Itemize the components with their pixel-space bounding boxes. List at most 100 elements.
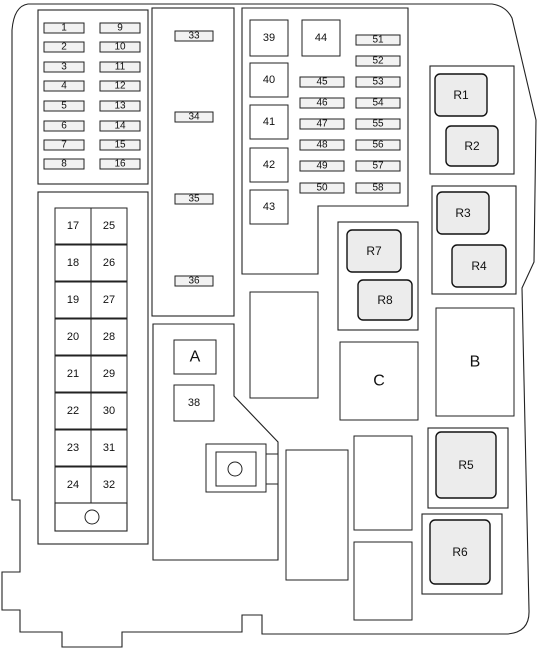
fuse-56-label: 56 bbox=[372, 140, 384, 151]
fuse-46: 46 bbox=[299, 97, 345, 109]
fuse-47-body bbox=[299, 118, 345, 130]
fuse-11-body bbox=[99, 61, 141, 73]
fuse-20-label: 20 bbox=[67, 331, 79, 343]
fuse-29: 29 bbox=[90, 355, 128, 393]
block-a-body bbox=[173, 339, 217, 375]
fuse-10-label: 10 bbox=[114, 42, 126, 53]
fuse-40-body bbox=[249, 62, 289, 98]
fuse-32-label: 32 bbox=[103, 479, 115, 491]
fuse-35-label: 35 bbox=[188, 194, 200, 205]
fuse-38-label: 38 bbox=[188, 397, 200, 409]
relay-r5: R5 bbox=[435, 431, 497, 499]
relay-r5-label: R5 bbox=[458, 458, 474, 472]
fuse-7-body bbox=[43, 139, 85, 151]
fuse-30-label: 30 bbox=[103, 405, 115, 417]
fuse-12: 12 bbox=[99, 80, 141, 92]
fuse-47-label: 47 bbox=[316, 119, 328, 130]
fuse-13-body bbox=[99, 100, 141, 112]
fuse-1: 1 bbox=[43, 22, 85, 34]
fuse-36-body bbox=[174, 275, 214, 287]
fuse-44-body bbox=[301, 19, 341, 57]
fuse-1-label: 1 bbox=[61, 23, 67, 34]
fuse-40-label: 40 bbox=[263, 74, 275, 86]
fuse-17-label: 17 bbox=[67, 220, 79, 232]
fuse-54-body bbox=[355, 97, 401, 109]
fuse-34: 34 bbox=[174, 111, 214, 123]
fuse-43: 43 bbox=[249, 189, 289, 225]
fuse-32: 32 bbox=[90, 466, 128, 504]
fuse-22-body bbox=[54, 392, 92, 430]
fuse-28: 28 bbox=[90, 318, 128, 356]
fuse-29-body bbox=[90, 355, 128, 393]
fuse-33-body bbox=[174, 30, 214, 42]
fuse-16-body bbox=[99, 158, 141, 170]
fuse-22-label: 22 bbox=[67, 405, 79, 417]
fuse-16-label: 16 bbox=[114, 159, 126, 170]
relay-r8: R8 bbox=[357, 279, 413, 321]
fuse-56: 56 bbox=[355, 139, 401, 151]
connector-tab bbox=[265, 453, 279, 485]
fuse-53: 53 bbox=[355, 76, 401, 88]
relay-r6-label: R6 bbox=[452, 545, 468, 559]
empty-socket-bottom bbox=[353, 541, 413, 621]
fuse-52-label: 52 bbox=[372, 56, 384, 67]
mini-fuse-panel bbox=[37, 9, 149, 185]
fuse-11: 11 bbox=[99, 61, 141, 73]
fuse-45: 45 bbox=[299, 76, 345, 88]
fuse-23: 23 bbox=[54, 429, 92, 467]
fuse-2-body bbox=[43, 41, 85, 53]
fuse-21: 21 bbox=[54, 355, 92, 393]
fuse-31-label: 31 bbox=[103, 442, 115, 454]
fuse-51-body bbox=[355, 34, 401, 46]
block-a: A bbox=[173, 339, 217, 375]
block-a-label: A bbox=[190, 349, 201, 366]
fuse-8: 8 bbox=[43, 158, 85, 170]
fuse-24: 24 bbox=[54, 466, 92, 504]
fuse-5-label: 5 bbox=[61, 101, 67, 112]
fuse-13-label: 13 bbox=[114, 101, 126, 112]
fuse-4-label: 4 bbox=[61, 81, 67, 92]
fuse-6-body bbox=[43, 120, 85, 132]
fuse-36-label: 36 bbox=[188, 276, 200, 287]
fuse-20-body bbox=[54, 318, 92, 356]
empty-socket-large bbox=[249, 291, 319, 399]
fuse-32-body bbox=[90, 466, 128, 504]
fuse-3-label: 3 bbox=[61, 62, 67, 73]
fuse-17-body bbox=[54, 207, 92, 245]
fuse-16: 16 bbox=[99, 158, 141, 170]
fuse-50-label: 50 bbox=[316, 183, 328, 194]
block-c-label: C bbox=[373, 373, 385, 390]
fuse-46-label: 46 bbox=[316, 98, 328, 109]
fuse-57: 57 bbox=[355, 160, 401, 172]
fuse-26: 26 bbox=[90, 244, 128, 282]
relay-r4-label: R4 bbox=[471, 259, 487, 273]
fuse-49: 49 bbox=[299, 160, 345, 172]
fuse-54: 54 bbox=[355, 97, 401, 109]
fuse-27-label: 27 bbox=[103, 294, 115, 306]
fuse-4-body bbox=[43, 80, 85, 92]
fuse-41: 41 bbox=[249, 104, 289, 140]
fuse-11-label: 11 bbox=[115, 62, 126, 73]
relay-r1-r2-frame bbox=[429, 65, 515, 175]
fuse-19-label: 19 bbox=[67, 294, 79, 306]
fuse-26-body bbox=[90, 244, 128, 282]
fuse-1-body bbox=[43, 22, 85, 34]
fuse-30-body bbox=[90, 392, 128, 430]
fuse-14-label: 14 bbox=[114, 121, 126, 132]
relay-r6: R6 bbox=[429, 519, 491, 585]
fuse-19-body bbox=[54, 281, 92, 319]
fuse-34-body bbox=[174, 111, 214, 123]
fuse-31-body bbox=[90, 429, 128, 467]
relay-r1: R1 bbox=[434, 73, 488, 117]
fuse-9-body bbox=[99, 22, 141, 34]
relay-r2: R2 bbox=[445, 125, 499, 167]
relay-r3-body bbox=[436, 191, 490, 235]
relay-r7-r8-frame bbox=[337, 221, 419, 331]
relay-r4-body bbox=[451, 244, 507, 288]
connector-screw-icon bbox=[227, 461, 243, 477]
